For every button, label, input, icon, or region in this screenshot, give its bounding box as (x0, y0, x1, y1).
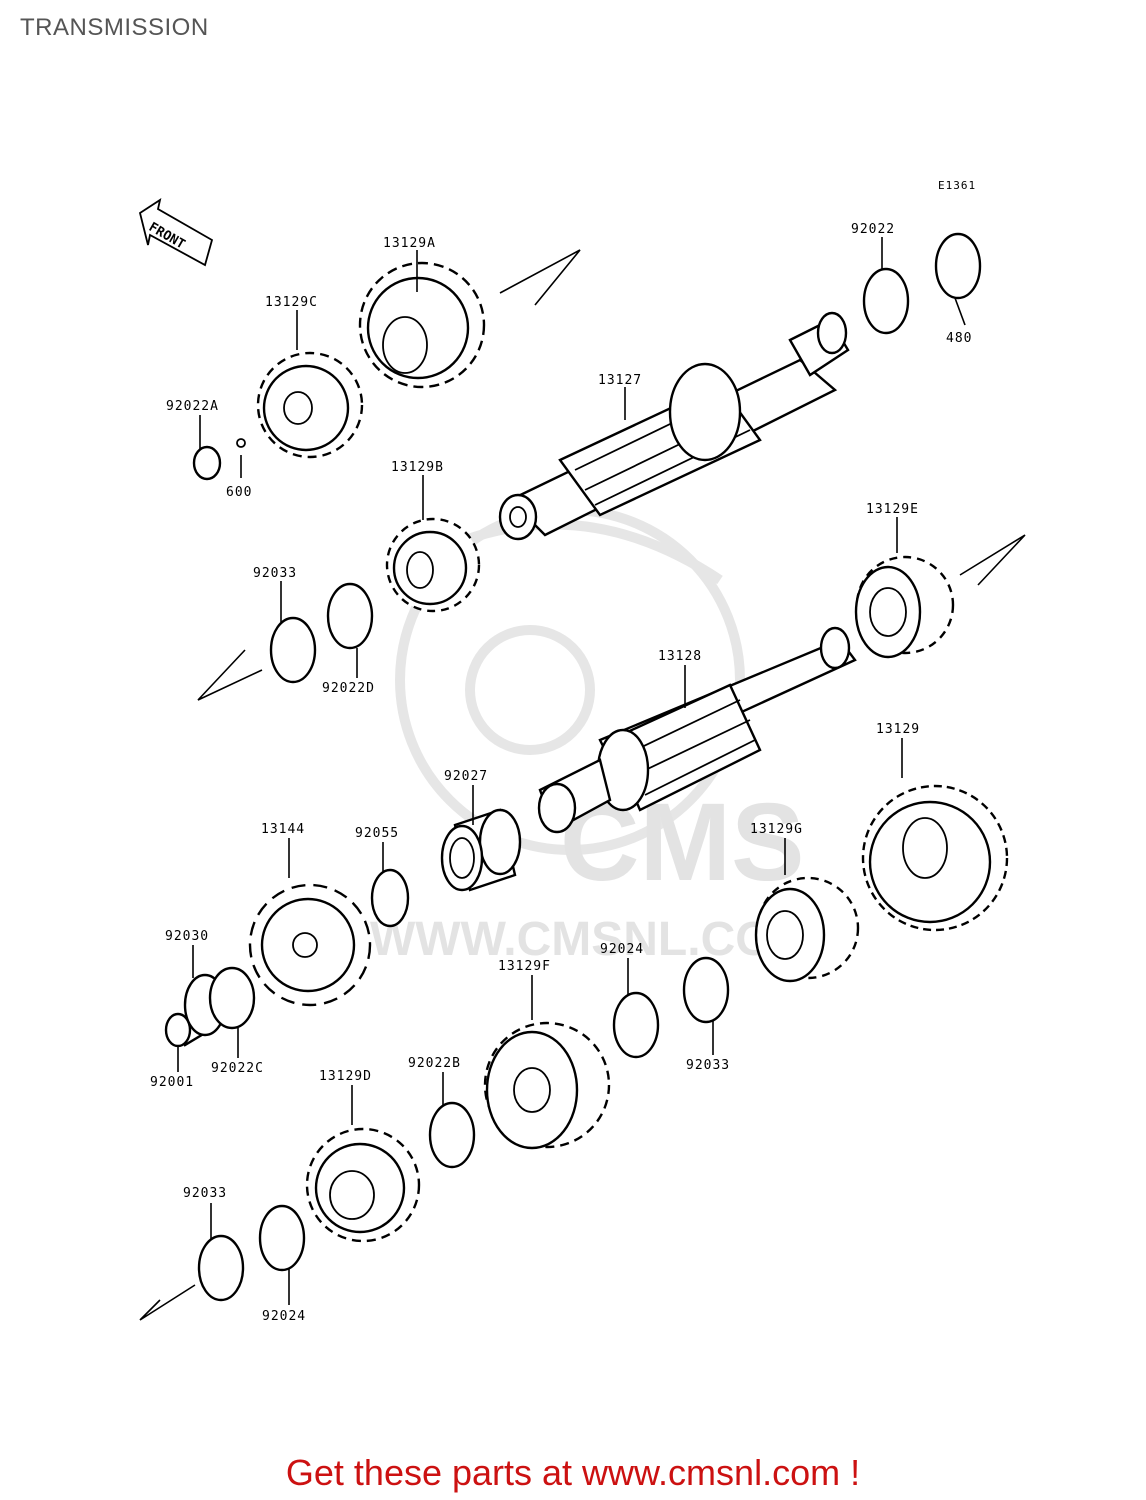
label-13129: 13129 (876, 722, 920, 737)
label-13127: 13127 (598, 373, 642, 388)
watermark-logo: CMS WWW.CMSNL.COM (370, 505, 813, 966)
circlip-92033-upper (269, 616, 317, 684)
label-92024-upper: 92024 (600, 942, 644, 957)
label-13129c: 13129C (265, 295, 318, 310)
page-title: TRANSMISSION (20, 14, 209, 41)
circlip-480 (934, 232, 982, 300)
front-arrow-icon: FRONT (138, 198, 214, 267)
leader-lines (177, 237, 966, 1305)
label-13144: 13144 (261, 822, 305, 837)
diagram-code: E1361 (938, 179, 976, 192)
label-13129f: 13129F (498, 959, 551, 974)
label-92055: 92055 (355, 826, 399, 841)
label-92022: 92022 (851, 222, 895, 237)
circlip-92033-lower (197, 1234, 245, 1302)
footer-cta-link[interactable]: Get these parts at www.cmsnl.com ! (285, 1452, 861, 1493)
label-92027: 92027 (444, 769, 488, 784)
oring-92055 (370, 868, 410, 928)
label-92033-upper: 92033 (253, 566, 297, 581)
label-13129a: 13129A (383, 236, 436, 251)
label-13129g: 13129G (750, 822, 803, 837)
gear-13129f (483, 1021, 611, 1150)
bolt-assembly (164, 966, 256, 1048)
gear-13129a (358, 261, 486, 389)
input-shaft (498, 311, 850, 541)
watermark-url: WWW.CMSNL.COM (370, 913, 813, 966)
label-92030: 92030 (165, 929, 209, 944)
collar-92027 (440, 808, 522, 892)
label-13129d: 13129D (319, 1069, 372, 1084)
label-13128: 13128 (658, 649, 702, 664)
ring-92022b (428, 1101, 476, 1169)
ring-92022d (326, 582, 374, 650)
label-600: 600 (226, 485, 252, 500)
label-480: 480 (946, 331, 972, 346)
label-92001: 92001 (150, 1075, 194, 1090)
sprocket-13144 (248, 883, 372, 1007)
gear-13129e (854, 555, 955, 659)
label-92022b: 92022B (408, 1056, 461, 1071)
gear-13129b (385, 517, 481, 613)
ring-92024-upper (612, 991, 660, 1059)
washer-92022a (192, 445, 222, 481)
exploded-parts-diagram: CMS WWW.CMSNL.COM E1361 FRONT (138, 179, 1026, 1324)
label-92033-mid: 92033 (686, 1058, 730, 1073)
ring-92024-lower (258, 1204, 306, 1272)
label-13129e: 13129E (866, 502, 919, 517)
part-labels: 13129A 13129C 92022A 600 92022 480 13127… (150, 222, 972, 1324)
gear-13129c (256, 351, 364, 459)
label-92022a: 92022A (166, 399, 219, 414)
label-92024-lower: 92024 (262, 1309, 306, 1324)
label-13129b: 13129B (391, 460, 444, 475)
ring-92022 (862, 267, 910, 335)
label-92022d: 92022D (322, 681, 375, 696)
output-shaft (537, 626, 857, 834)
label-92022c: 92022C (211, 1061, 264, 1076)
gear-13129g (754, 876, 860, 983)
label-92033-lower: 92033 (183, 1186, 227, 1201)
gear-13129 (861, 784, 1009, 932)
circlip-92033-mid (682, 956, 730, 1024)
gear-13129d (305, 1127, 421, 1243)
ball-600 (236, 438, 246, 448)
axis-lines (139, 249, 1026, 1321)
